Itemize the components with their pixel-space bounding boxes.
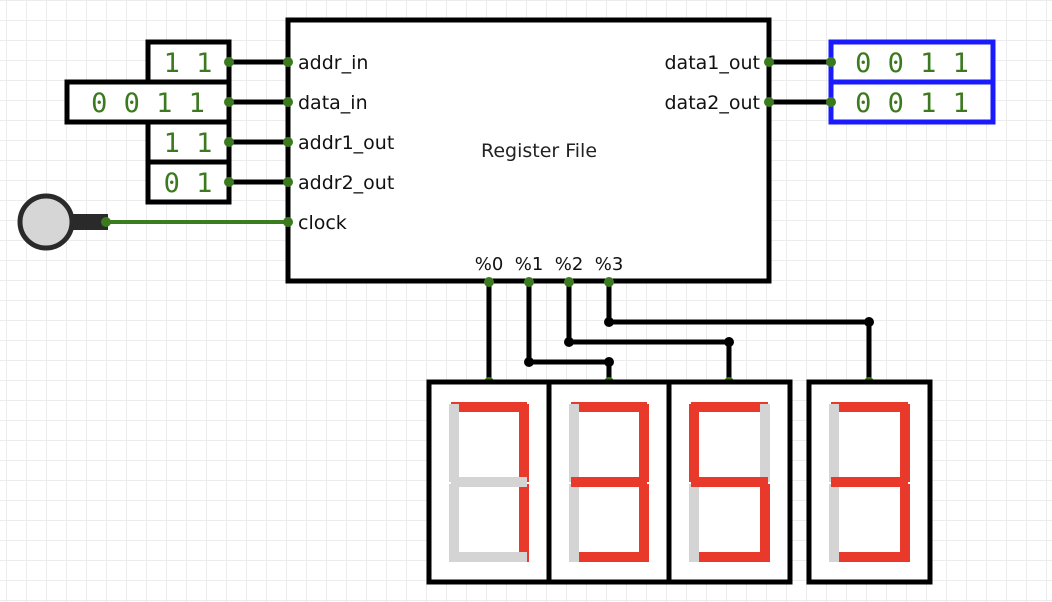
- display-2-segment-c: [760, 484, 770, 562]
- display-2-segment-g: [691, 477, 768, 487]
- input-value-data-in[interactable]: 0 0 1 1: [91, 88, 205, 119]
- wire-tap-2: [566, 282, 732, 382]
- input-value-addr2-out[interactable]: 0 1: [164, 168, 213, 199]
- display-1-segment-b: [639, 404, 649, 482]
- port-label-addr2-out: addr2_out: [298, 172, 394, 194]
- clock-button[interactable]: [17, 193, 108, 251]
- junction-tap-2-end: [724, 337, 734, 347]
- dot-tap-1: [524, 277, 534, 287]
- seven-segment-displays: [426, 379, 933, 585]
- display-3-segment-d: [831, 552, 908, 562]
- dot-data1-out-src: [764, 57, 774, 67]
- display-0-segment-e: [449, 484, 459, 562]
- dot-addr-in-dst: [283, 57, 293, 67]
- display-1-segment-e: [569, 484, 579, 562]
- junction-tap-1: [524, 357, 534, 367]
- port-label-data2-out: data2_out: [664, 92, 760, 114]
- display-3-segment-g: [831, 477, 908, 487]
- display-0-segment-f: [449, 404, 459, 482]
- display-3-segment-f: [829, 404, 839, 482]
- seven-segment-display-3: [806, 379, 933, 585]
- display-0-segment-g: [451, 477, 527, 487]
- display-0-segment-a: [451, 402, 527, 412]
- output-value-data2-out: 0 0 1 1: [855, 88, 969, 119]
- junction-tap-2: [564, 337, 574, 347]
- register-file-title: Register File: [481, 140, 597, 162]
- display-3-segment-e: [829, 484, 839, 562]
- display-1-segment-c: [639, 484, 649, 562]
- input-switch-addr2-out[interactable]: 0 1: [145, 159, 232, 205]
- port-label-addr1-out: addr1_out: [298, 132, 394, 154]
- dot-data2-out-src: [764, 97, 774, 107]
- wire-tap-3: [606, 282, 872, 382]
- dot-addr1-out-src: [224, 137, 234, 147]
- display-0-segment-c: [519, 484, 529, 562]
- junction-tap-3-corner: [864, 317, 874, 327]
- dot-tap-3: [604, 277, 614, 287]
- dot-clock-dst: [283, 217, 293, 227]
- input-value-addr-in[interactable]: 1 1: [164, 48, 213, 79]
- dot-tap-2: [564, 277, 574, 287]
- display-1-segment-a: [571, 402, 647, 412]
- display-1-segment-g: [571, 477, 647, 487]
- port-label-addr-in: addr_in: [298, 52, 368, 74]
- seven-segment-display-2: [666, 379, 793, 585]
- output-value-data1-out: 0 0 1 1: [855, 48, 969, 79]
- seven-segment-display-0: [426, 379, 552, 585]
- display-2-segment-f: [689, 404, 699, 482]
- dot-addr2-out-dst: [283, 177, 293, 187]
- output-probe-data1-out: 0 0 1 1: [828, 39, 996, 85]
- display-3-segment-a: [831, 402, 908, 412]
- wire-tap-1: [526, 282, 612, 382]
- display-3-segment-b: [900, 404, 910, 482]
- display-0-segment-d: [451, 552, 527, 562]
- display-2-segment-d: [691, 552, 768, 562]
- tap-label-1: %1: [515, 254, 544, 275]
- register-file-block[interactable]: [285, 17, 772, 284]
- dot-addr1-out-dst: [283, 137, 293, 147]
- input-switch-addr1-out[interactable]: 1 1: [145, 119, 232, 165]
- seven-segment-display-1: [546, 379, 672, 585]
- dot-tap-0: [484, 277, 494, 287]
- tap-label-3: %3: [595, 254, 624, 275]
- dot-addr-in-src: [224, 57, 234, 67]
- dot-data1-out-dst: [826, 57, 836, 67]
- dot-data-in-src: [224, 97, 234, 107]
- dot-data2-out-dst: [826, 97, 836, 107]
- input-switch-addr-in[interactable]: 1 1: [145, 39, 232, 85]
- input-value-addr1-out[interactable]: 1 1: [164, 128, 213, 159]
- port-label-clock: clock: [298, 212, 347, 234]
- junction-tap-3: [604, 317, 614, 327]
- display-2-segment-b: [760, 404, 770, 482]
- junction-tap-1-end: [604, 357, 614, 367]
- port-label-data1-out: data1_out: [664, 52, 760, 74]
- wire-junctions: [524, 317, 874, 367]
- input-switch-data-in[interactable]: 0 0 1 1: [64, 79, 232, 125]
- display-1-segment-f: [569, 404, 579, 482]
- display-0-segment-b: [519, 404, 529, 482]
- display-2-segment-a: [691, 402, 768, 412]
- output-probe-data2-out: 0 0 1 1: [828, 79, 996, 125]
- tap-label-0: %0: [475, 254, 504, 275]
- display-3-segment-c: [900, 484, 910, 562]
- dot-data-in-dst: [283, 97, 293, 107]
- tap-label-2: %2: [555, 254, 584, 275]
- display-2-segment-e: [689, 484, 699, 562]
- port-label-data-in: data_in: [298, 92, 368, 114]
- wires: [229, 59, 872, 382]
- dot-clock-src: [101, 217, 111, 227]
- dot-addr2-out-src: [224, 177, 234, 187]
- display-1-segment-d: [571, 552, 647, 562]
